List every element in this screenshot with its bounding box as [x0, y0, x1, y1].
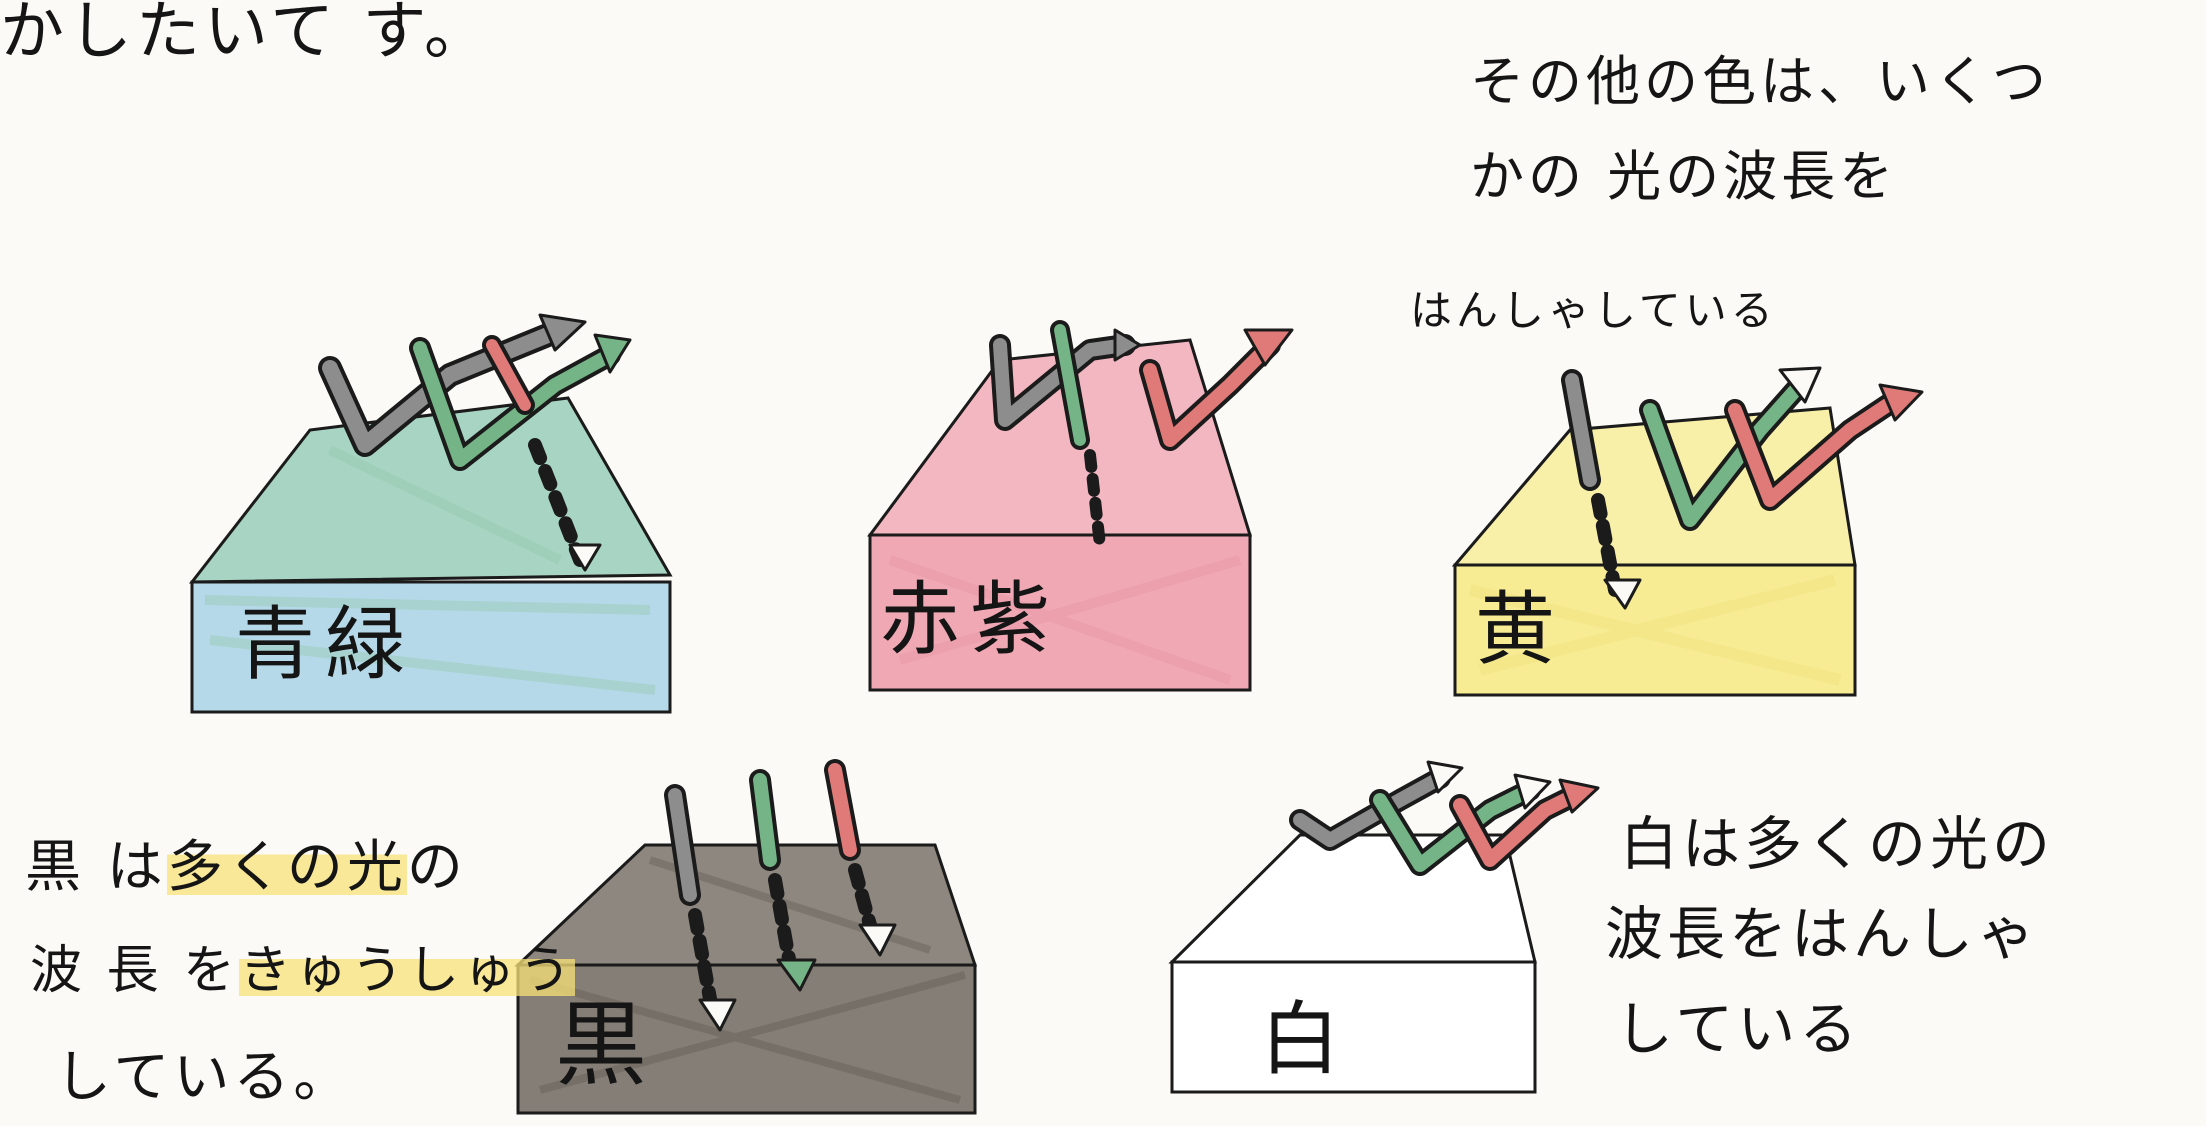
other-colors-note-line-1: その他の色は、いくつ — [1470, 50, 2050, 113]
absorbed-light-arrow-red — [482, 335, 602, 572]
white-note-line-3: している — [1615, 995, 1862, 1063]
house-white-body — [1170, 960, 1537, 1094]
black-note-line-2: 波 長 をきゅうしゅう — [30, 941, 576, 1001]
reflected-light-arrow-white-red — [1449, 778, 1600, 871]
reflected-light-arrow-white-gray — [1289, 760, 1464, 851]
black-note-line-3: している。 — [55, 1045, 354, 1110]
light-arrows — [318, 313, 1924, 1032]
house-black-label: 黒 — [555, 992, 658, 1099]
reflected-light-arrow-red-2 — [1724, 383, 1924, 511]
house-white-label: 白 — [1260, 993, 1350, 1086]
reflected-light-arrow-gray-2 — [989, 328, 1142, 431]
black-note-line-1c: の — [406, 835, 467, 900]
black-note-line-2a: 波 長 を — [30, 941, 240, 1001]
house-red-purple — [867, 338, 1253, 692]
other-colors-note-line-3: はんしゃしている — [1410, 286, 1777, 335]
black-note-highlight-1: 多くの光 — [166, 835, 407, 900]
black-note-line-1: 黒 は多くの光の — [25, 835, 467, 900]
house-yellow-label: 黄 — [1475, 583, 1565, 676]
house-blue-green-roof — [188, 396, 673, 584]
reflected-light-arrow-green-2 — [1639, 366, 1822, 531]
white-note-line-2: 波長をはんしゃ — [1605, 900, 2040, 968]
house-blue-green-body — [190, 580, 672, 714]
absorbed-light-arrow-black-gray — [664, 784, 737, 1032]
absorbed-light-arrow-gray — [1561, 369, 1642, 610]
reflected-light-arrow-red — [1139, 328, 1294, 451]
house-blue-green — [188, 396, 673, 714]
house-black-body — [516, 963, 977, 1115]
house-red-purple-label: 赤紫 — [880, 573, 1060, 666]
absorbed-light-arrow-green — [1050, 320, 1106, 551]
top-line-text: かしたいて す。 — [0, 0, 493, 69]
house-red-purple-body — [868, 533, 1252, 692]
house-black-roof — [514, 843, 978, 967]
absorbed-light-arrow-black-red — [824, 759, 897, 957]
reflected-light-arrow-white-green — [1369, 773, 1552, 876]
house-blue-green-label: 青緑 — [235, 598, 415, 691]
house-white — [1168, 833, 1537, 1094]
house-yellow — [1451, 406, 1857, 697]
absorbed-light-arrow-black-green — [749, 769, 817, 992]
black-note-line-1a: 黒 は — [25, 835, 167, 900]
reflected-light-arrow-green — [409, 333, 632, 471]
house-yellow-body — [1453, 563, 1857, 697]
black-note-highlight-2: きゅうしゅう — [239, 941, 576, 1001]
white-note-line-1: 白は多くの光の — [1620, 810, 2055, 878]
other-colors-note-line-2: かの 光の波長を — [1470, 145, 1898, 208]
